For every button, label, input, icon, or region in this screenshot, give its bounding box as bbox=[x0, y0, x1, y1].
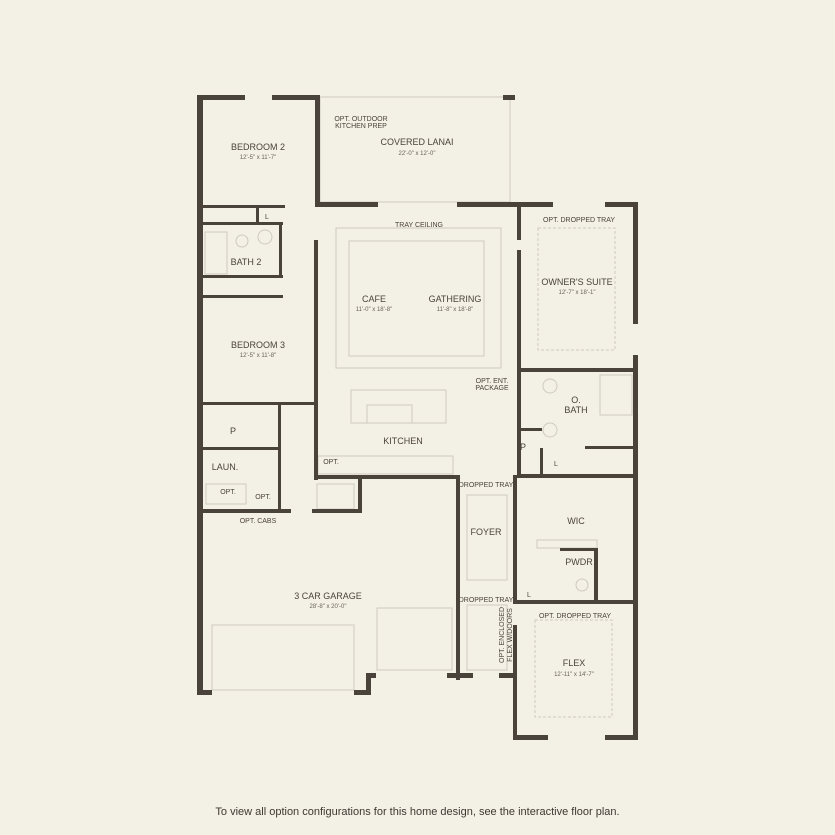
cafe-label: CAFE bbox=[362, 294, 386, 304]
flex-dim: 12'-11" x 14'-7" bbox=[554, 672, 594, 678]
note-outdoor-kitchen-2: KITCHEN PREP bbox=[335, 123, 387, 130]
pantry2-label: P bbox=[520, 442, 526, 452]
linen-3: L bbox=[554, 461, 558, 468]
note-opt-kitchen: OPT. bbox=[323, 459, 339, 466]
note-dropped-tray-2: DROPPED TRAY bbox=[459, 597, 514, 604]
bedroom2-label: BEDROOM 2 bbox=[231, 142, 285, 152]
note-dropped-tray-1: DROPPED TRAY bbox=[459, 482, 514, 489]
bedroom2-dim: 12'-5" x 11'-7" bbox=[240, 155, 276, 161]
room-labels: BEDROOM 2 12'-5" x 11'-7" COVERED LANAI … bbox=[212, 137, 613, 678]
owners-suite-label: OWNER'S SUITE bbox=[541, 277, 612, 287]
walls bbox=[197, 95, 638, 740]
owners-suite-dim: 12'-7" x 18'-1" bbox=[559, 290, 596, 296]
linen-1: L bbox=[265, 214, 269, 221]
bath2-label: BATH 2 bbox=[231, 257, 262, 267]
note-opt-ent-1: OPT. ENT. bbox=[476, 378, 509, 385]
obath-label-2: BATH bbox=[564, 405, 587, 415]
footer-note: To view all option configurations for th… bbox=[215, 806, 620, 818]
lanai-dim: 22'-0" x 12'-0" bbox=[399, 151, 436, 157]
note-opt-laun-2: OPT. bbox=[255, 494, 271, 501]
note-opt-dropped-tray-owner: OPT. DROPPED TRAY bbox=[543, 217, 615, 224]
garage-dim: 28'-8" x 20'-0" bbox=[310, 604, 347, 610]
note-tray-ceiling: TRAY CEILING bbox=[395, 222, 443, 229]
note-opt-ent-2: PACKAGE bbox=[475, 385, 509, 392]
flex-label: FLEX bbox=[563, 658, 586, 668]
wic-label: WIC bbox=[567, 516, 585, 526]
note-opt-laun-1: OPT. bbox=[220, 489, 236, 496]
note-enclosed-1: OPT. ENCLOSED bbox=[499, 607, 506, 663]
bedroom3-label: BEDROOM 3 bbox=[231, 340, 285, 350]
garage-label: 3 CAR GARAGE bbox=[294, 591, 362, 601]
fixtures bbox=[204, 96, 633, 718]
note-outdoor-kitchen-1: OPT. OUTDOOR bbox=[334, 116, 387, 123]
pantry-label: P bbox=[230, 426, 236, 436]
note-opt-cabs: OPT. CABS bbox=[240, 518, 277, 525]
linen-2: L bbox=[527, 592, 531, 599]
lanai-label: COVERED LANAI bbox=[380, 137, 453, 147]
gathering-label: GATHERING bbox=[429, 294, 482, 304]
kitchen-label: KITCHEN bbox=[383, 436, 423, 446]
note-enclosed-2: FLEX W/DOORS bbox=[507, 608, 514, 662]
obath-label-1: O. bbox=[571, 395, 581, 405]
notes: OPT. OUTDOOR KITCHEN PREP TRAY CEILING O… bbox=[220, 116, 615, 663]
bedroom3-dim: 12'-5" x 11'-8" bbox=[240, 353, 276, 359]
pwdr-label: PWDR bbox=[565, 557, 593, 567]
gathering-dim: 11'-8" x 18'-8" bbox=[437, 307, 473, 313]
cafe-dim: 11'-0" x 18'-8" bbox=[356, 307, 392, 313]
foyer-label: FOYER bbox=[470, 527, 502, 537]
note-opt-dropped-tray-flex: OPT. DROPPED TRAY bbox=[539, 613, 611, 620]
laundry-label: LAUN. bbox=[212, 462, 239, 472]
